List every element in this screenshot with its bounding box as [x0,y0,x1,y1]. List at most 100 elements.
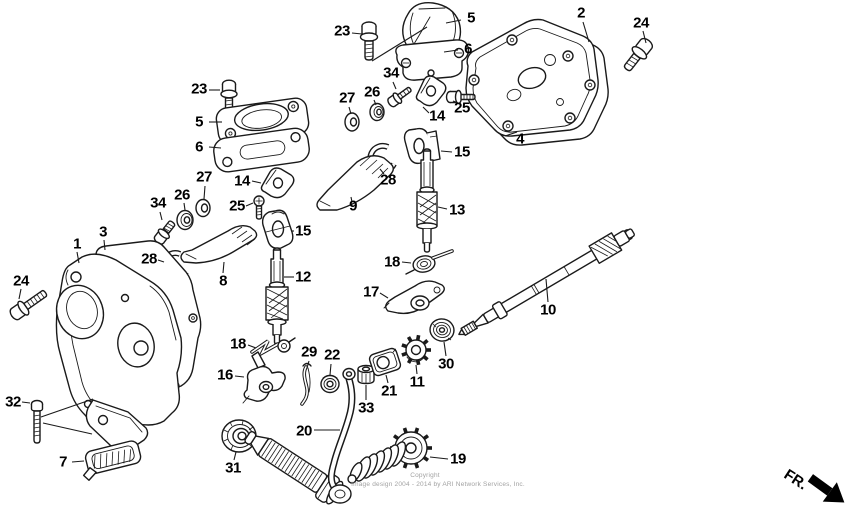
part-shift-arm-20 [327,367,356,504]
part-label-4[interactable]: 4 [516,130,524,148]
part-label-8[interactable]: 8 [219,272,227,290]
part-label-17[interactable]: 17 [363,283,379,301]
part-label-15[interactable]: 15 [454,143,470,161]
part-label-23[interactable]: 23 [334,22,350,40]
leader-line-25 [452,100,459,104]
part-gear-shaft-12 [265,247,289,347]
part-bracket-16 [242,351,286,404]
part-flange-6 [395,39,470,81]
part-label-12[interactable]: 12 [295,268,311,286]
part-grommet-27-center [344,112,360,132]
leader-line-7 [71,460,85,463]
part-bolt-25-center [445,89,476,105]
part-clamp-15-left [261,209,294,250]
assembly-line-0 [371,26,428,62]
leader-line-16 [234,375,245,378]
part-label-27[interactable]: 27 [196,168,212,186]
part-label-24[interactable]: 24 [13,272,29,290]
part-label-27[interactable]: 27 [339,89,355,107]
part-label-24[interactable]: 24 [633,14,649,32]
part-label-20[interactable]: 20 [296,422,312,440]
part-label-26[interactable]: 26 [174,186,190,204]
leader-line-13 [437,206,448,210]
watermark-line1: Copyright [410,472,440,479]
part-label-6[interactable]: 6 [195,138,203,156]
part-bushing-33 [357,364,375,385]
leader-line-26 [373,99,377,106]
part-cover-2 [465,18,599,137]
part-label-2[interactable]: 2 [577,4,585,22]
part-label-15[interactable]: 15 [295,222,311,240]
part-bracket-14-left [260,167,295,199]
part-label-31[interactable]: 31 [225,459,241,477]
leader-line-28 [379,168,385,175]
part-label-5[interactable]: 5 [195,113,203,131]
part-bearing-30 [429,318,455,342]
fr-label: FR. [781,466,811,493]
part-label-28[interactable]: 28 [380,171,396,189]
leader-line-18 [401,261,412,264]
part-washer-26-center [369,102,385,122]
leader-line-18 [247,344,257,349]
part-label-5[interactable]: 5 [467,9,475,27]
part-washer-26-left [176,209,194,231]
part-label-29[interactable]: 29 [301,343,317,361]
part-label-13[interactable]: 13 [449,201,465,219]
part-shaft-10 [458,228,635,336]
part-bolt-24-top [623,37,654,72]
part-label-18[interactable]: 18 [384,253,400,271]
part-spring-18-center [405,249,454,275]
part-bolt-23-top [359,21,379,61]
assembly-line-2 [42,422,93,435]
part-label-10[interactable]: 10 [540,301,556,319]
leader-line-26 [183,202,186,211]
part-hook-spring-18-left [250,337,296,358]
part-label-23[interactable]: 23 [191,80,207,98]
leader-line-25 [245,202,254,207]
part-label-33[interactable]: 33 [358,399,374,417]
part-label-1[interactable]: 1 [73,235,81,253]
leader-line-27 [348,106,352,115]
part-label-22[interactable]: 22 [324,346,340,364]
leader-line-14 [251,180,262,184]
part-label-9[interactable]: 9 [349,197,357,215]
part-grommet-27-left [195,198,211,218]
leader-line-29 [306,360,310,369]
part-label-25[interactable]: 25 [454,99,470,117]
part-label-32[interactable]: 32 [5,393,21,411]
part-label-14[interactable]: 14 [234,172,250,190]
part-label-11[interactable]: 11 [409,373,425,391]
part-governor-19 [347,427,432,484]
leader-line-34 [159,211,163,221]
part-label-19[interactable]: 19 [450,450,466,468]
part-label-34[interactable]: 34 [383,64,399,82]
part-cotter-pin-29 [300,362,312,406]
leader-line-30 [443,341,447,357]
leader-line-4 [504,131,518,137]
part-label-34[interactable]: 34 [150,194,166,212]
part-clamp-15-center [403,127,441,165]
leader-line-1 [76,251,80,264]
part-label-30[interactable]: 30 [438,355,454,373]
leader-line-2 [582,21,590,43]
part-label-14[interactable]: 14 [429,107,445,125]
part-gasket-6-left [213,127,310,173]
part-label-18[interactable]: 18 [230,335,246,353]
part-label-3[interactable]: 3 [99,223,107,241]
part-bolt-24-left [9,289,48,321]
part-label-6[interactable]: 6 [464,40,472,58]
part-label-26[interactable]: 26 [364,83,380,101]
leader-line-6 [443,49,459,53]
part-label-16[interactable]: 16 [217,366,233,384]
part-label-28[interactable]: 28 [141,250,157,268]
part-pad-7 [82,440,142,481]
part-label-7[interactable]: 7 [59,453,67,471]
leader-line-10 [545,278,549,303]
part-label-21[interactable]: 21 [381,382,397,400]
part-label-25[interactable]: 25 [229,197,245,215]
leader-line-32 [21,401,31,404]
part-bolt-25-left [253,195,265,220]
